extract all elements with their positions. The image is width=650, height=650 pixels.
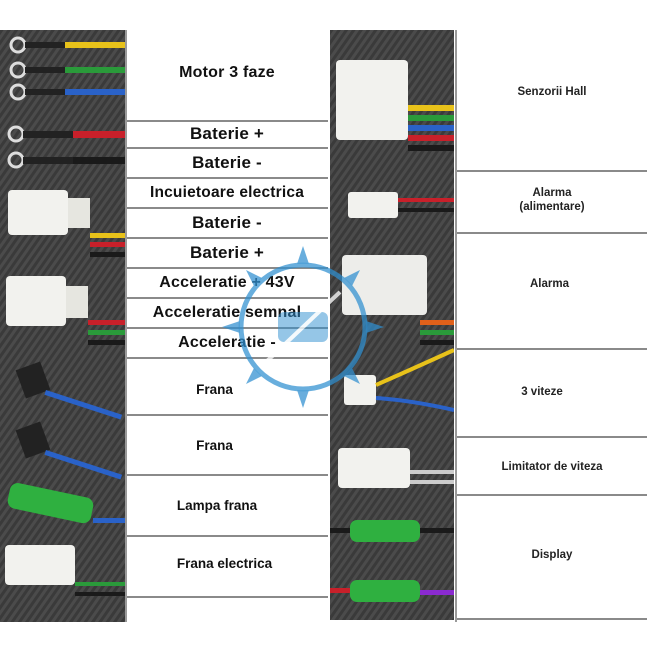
connector-photos-right — [330, 30, 454, 620]
label-motor-3-phase: Motor 3 faze — [179, 64, 275, 81]
row-rule — [127, 357, 328, 359]
label-alarm: Alarma — [530, 278, 569, 290]
label-electric-brake: Frana electrica — [176, 555, 273, 571]
row-rule — [127, 207, 328, 209]
row-rule — [127, 297, 328, 299]
row-rule — [457, 494, 647, 496]
label-alarm-power: Alarma (alimentare) — [519, 187, 585, 213]
row-rule — [457, 348, 647, 350]
label-electric-lock: Incuietoare electrica — [149, 183, 305, 201]
label-3-speeds: 3 viteze — [521, 386, 563, 398]
label-battery-plus: Baterie + — [189, 124, 265, 143]
label-battery-plus-2: Baterie + — [189, 242, 265, 262]
label-brake-1: Frana — [196, 381, 233, 397]
row-rule — [127, 237, 328, 239]
row-rule — [127, 177, 328, 179]
label-brake-2: Frana — [196, 437, 233, 453]
label-throttle-signal: Acceleratie semnal — [152, 303, 302, 321]
left-photo-strip — [0, 30, 126, 622]
row-rule — [127, 147, 328, 149]
right-photo-strip — [330, 30, 454, 620]
row-rule — [457, 170, 647, 172]
label-throttle-43v: Acceleratie + 43V — [159, 273, 295, 291]
row-rule — [127, 474, 328, 476]
ring-terminal-icon — [9, 36, 126, 101]
label-speed-limiter: Limitator de viteza — [501, 461, 603, 473]
row-rule — [127, 535, 328, 537]
row-rule — [457, 232, 647, 234]
row-rule — [127, 267, 328, 269]
label-battery-minus: Baterie - — [192, 152, 262, 172]
divider-right — [455, 30, 457, 622]
label-throttle-minus: Acceleratie - — [178, 333, 276, 351]
connector-photos-left — [0, 30, 126, 622]
row-rule — [127, 120, 328, 122]
row-rule — [127, 596, 328, 598]
row-rule — [457, 436, 647, 438]
row-rule — [127, 414, 328, 416]
label-display: Display — [531, 549, 573, 561]
label-battery-minus-2: Baterie - — [192, 212, 262, 232]
divider-left — [125, 30, 127, 622]
row-rule — [457, 618, 647, 620]
label-brake-lamp: Lampa frana — [176, 497, 258, 513]
label-hall-sensors: Senzorii Hall — [517, 86, 587, 98]
